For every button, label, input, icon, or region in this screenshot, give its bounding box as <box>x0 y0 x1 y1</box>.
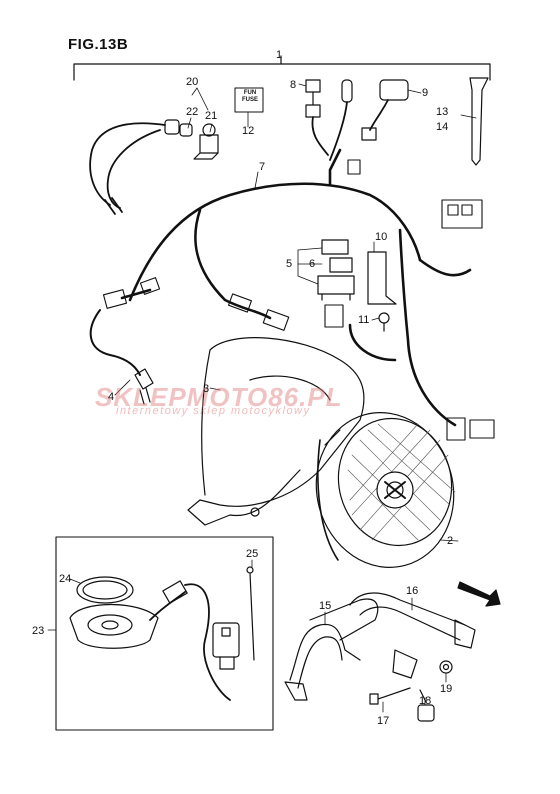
callout-4: 4 <box>108 391 115 403</box>
relay-assembly-5 <box>317 239 355 301</box>
inset-box-23 <box>55 536 274 731</box>
fan-shroud-3 <box>187 337 365 526</box>
leader-lines <box>47 83 477 713</box>
fuse-12 <box>234 87 264 113</box>
callout-16: 16 <box>406 585 419 597</box>
assembly-bracket-1 <box>73 55 491 81</box>
sensor-lead-4 <box>89 309 154 405</box>
callout-11: 11 <box>358 314 370 326</box>
nut-19 <box>439 660 453 674</box>
switch-21 <box>193 123 219 160</box>
connector-22 <box>164 119 193 137</box>
callout-15: 15 <box>319 600 332 612</box>
watermark-sub: internetowy sklep motocyklowy <box>116 405 311 417</box>
clamp-13 <box>469 77 489 166</box>
callout-20: 20 <box>186 76 199 88</box>
connector-9 <box>361 79 409 141</box>
bolt-11 <box>378 312 390 332</box>
callout-7: 7 <box>259 161 266 173</box>
bracket-15 <box>284 598 379 701</box>
screw-25 <box>246 566 255 661</box>
callout-8: 8 <box>290 79 297 91</box>
callout-9: 9 <box>422 87 429 99</box>
fan-motor-2 <box>315 412 456 568</box>
watermark-main: SKLEPMOTO86.PL <box>95 382 343 412</box>
callout-22: 22 <box>186 106 199 118</box>
callout-6: 6 <box>309 258 316 270</box>
bolt-17 <box>369 687 411 705</box>
callout-18: 18 <box>419 695 432 707</box>
callout-2: 2 <box>447 535 454 547</box>
callout-23: 23 <box>32 625 45 637</box>
callout-12: 12 <box>242 125 255 137</box>
callout-24: 24 <box>59 573 72 585</box>
callout-1: 1 <box>276 49 283 61</box>
callout-14: 14 <box>436 121 449 133</box>
callout-13: 13 <box>436 106 449 118</box>
figure-title: FIG.13B <box>68 36 129 53</box>
forward-arrow <box>457 581 501 607</box>
bracket-16 <box>349 592 476 679</box>
harness-connectors <box>102 159 495 441</box>
thermostat-24 <box>69 576 240 701</box>
callout-5: 5 <box>286 258 293 270</box>
callout-10: 10 <box>375 231 388 243</box>
fuse-label: FUN FUSE <box>241 90 258 103</box>
callout-25: 25 <box>246 548 259 560</box>
bracket-10 <box>367 251 397 305</box>
callout-19: 19 <box>440 683 453 695</box>
callout-3: 3 <box>203 383 210 395</box>
wire-harness-7 <box>120 148 472 427</box>
callout-17: 17 <box>377 715 390 727</box>
callout-21: 21 <box>205 110 218 122</box>
relay-8 <box>305 79 353 161</box>
wire-set-20 <box>89 122 166 215</box>
